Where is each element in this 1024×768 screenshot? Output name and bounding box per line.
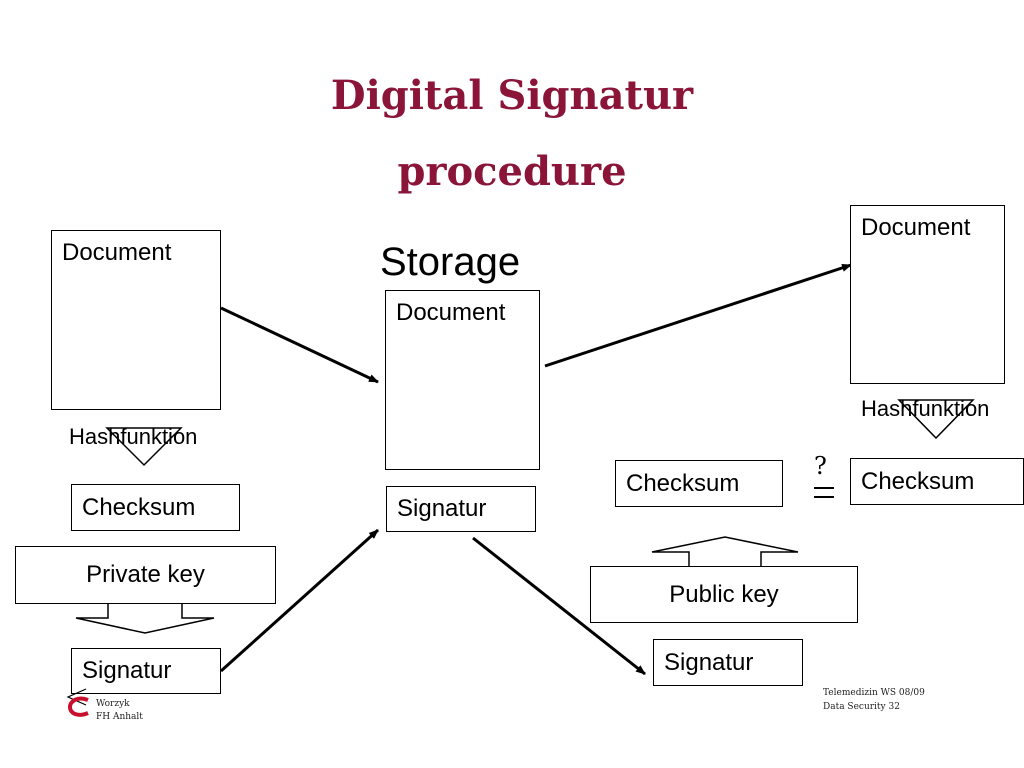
- public-key-up-arrow: [651, 536, 799, 566]
- fh-anhalt-logo-icon: [66, 688, 89, 717]
- storage-document-label: Document: [396, 299, 506, 326]
- storage-signatur-box: Signatur: [386, 486, 536, 532]
- left-signatur-box: Signatur: [71, 648, 221, 694]
- public-key-label: Public key: [669, 580, 779, 608]
- left-hash-triangle: [105, 427, 183, 467]
- right-checksum-decrypted-box: Checksum: [615, 460, 783, 507]
- arrow-left-signatur-to-storage: [219, 528, 380, 673]
- left-hashfunktion-label: Hashfunktion: [69, 424, 198, 449]
- private-key-label: Private key: [86, 561, 205, 588]
- arrow-left-doc-to-storage: [220, 306, 379, 384]
- right-document-label: Document: [861, 214, 971, 241]
- right-document-box: Document: [850, 205, 1005, 384]
- arrow-storage-doc-to-right-doc: [544, 263, 852, 368]
- footer-institution: FH Anhalt: [96, 712, 143, 722]
- right-hashfunktion-label: Hashfunktion: [861, 396, 990, 421]
- right-checksum-decrypted-label: Checksum: [626, 469, 740, 497]
- arrow-storage-signatur-to-right-signatur: [472, 536, 646, 676]
- private-key-down-arrow: [75, 604, 215, 634]
- slide-title-line2: procedure: [397, 148, 627, 195]
- storage-signatur-label: Signatur: [397, 495, 487, 522]
- right-hash-triangle: [897, 399, 975, 440]
- footer-slide: Data Security 32: [823, 702, 900, 712]
- right-checksum-computed-label: Checksum: [861, 467, 975, 495]
- compare-question-mark: ?: [814, 452, 827, 480]
- left-document-box: Document: [51, 230, 221, 410]
- private-key-box: Private key: [15, 546, 276, 604]
- right-signatur-label: Signatur: [664, 648, 754, 676]
- public-key-box: Public key: [590, 566, 858, 623]
- left-signatur-label: Signatur: [82, 657, 172, 684]
- footer-course: Telemedizin WS 08/09: [823, 688, 925, 698]
- right-signatur-box: Signatur: [653, 639, 803, 686]
- storage-document-box: Document: [385, 290, 540, 470]
- left-checksum-box: Checksum: [71, 484, 240, 531]
- slide-title-line1: Digital Signatur: [330, 72, 694, 119]
- left-checksum-label: Checksum: [82, 493, 196, 521]
- left-document-label: Document: [62, 239, 172, 266]
- storage-heading: Storage: [380, 240, 521, 284]
- right-checksum-computed-box: Checksum: [850, 458, 1024, 505]
- footer-author: Worzyk: [96, 699, 130, 709]
